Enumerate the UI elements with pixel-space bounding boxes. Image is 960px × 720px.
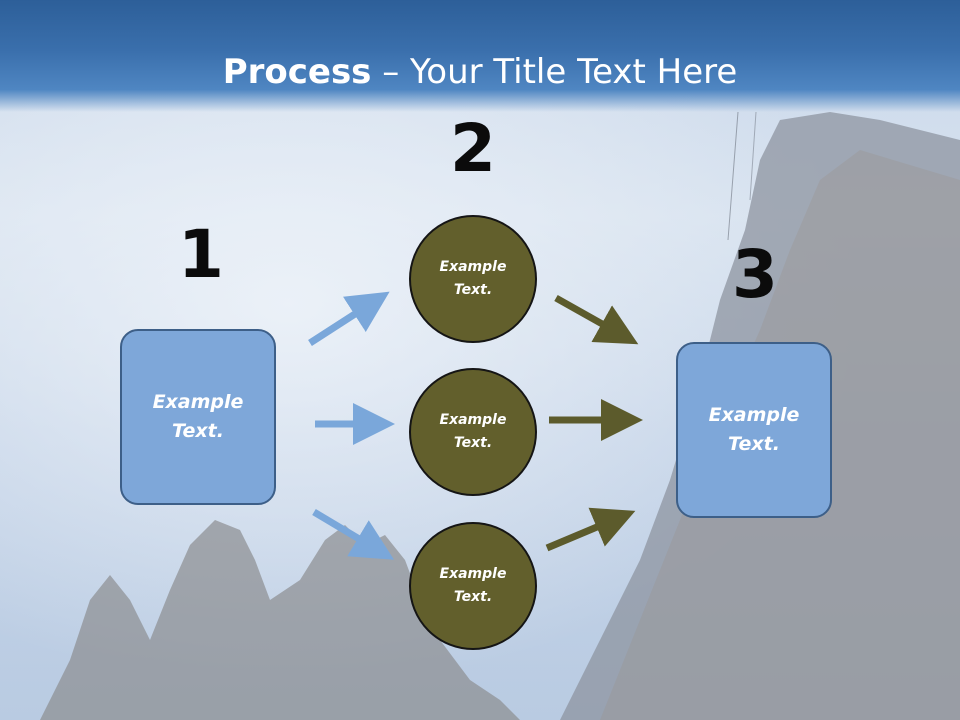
right-box-line1: Example <box>708 404 800 426</box>
top-circle-line2: Text. <box>453 282 493 298</box>
arrow-top-circle-to-box <box>554 294 639 345</box>
right-process-box: Example Text. <box>676 342 832 518</box>
step-number-3: 3 <box>732 236 778 313</box>
arrow-bottom-circle-to-box <box>545 507 636 552</box>
bottom-circle: Example Text. <box>409 522 537 650</box>
middle-circle: Example Text. <box>409 368 537 496</box>
left-process-box: Example Text. <box>120 329 276 505</box>
step-number-1: 1 <box>178 216 224 293</box>
slide-title: Process – Your Title Text Here <box>0 52 960 92</box>
middle-circle-line2: Text. <box>453 435 493 451</box>
right-box-line2: Text. <box>728 433 780 455</box>
top-circle-line1: Example <box>439 259 507 275</box>
bottom-circle-line2: Text. <box>453 589 493 605</box>
top-circle: Example Text. <box>409 215 537 343</box>
left-box-line2: Text. <box>172 420 224 442</box>
title-bar <box>0 0 960 112</box>
middle-circle-line1: Example <box>439 412 507 428</box>
bottom-circle-line1: Example <box>439 566 507 582</box>
step-number-2: 2 <box>450 110 496 187</box>
arrow-box-to-bottom-circle <box>312 508 395 560</box>
title-rest: – Your Title Text Here <box>371 52 738 92</box>
left-box-line1: Example <box>152 391 244 413</box>
arrow-box-to-top-circle <box>308 291 390 346</box>
title-bold: Process <box>222 52 372 92</box>
